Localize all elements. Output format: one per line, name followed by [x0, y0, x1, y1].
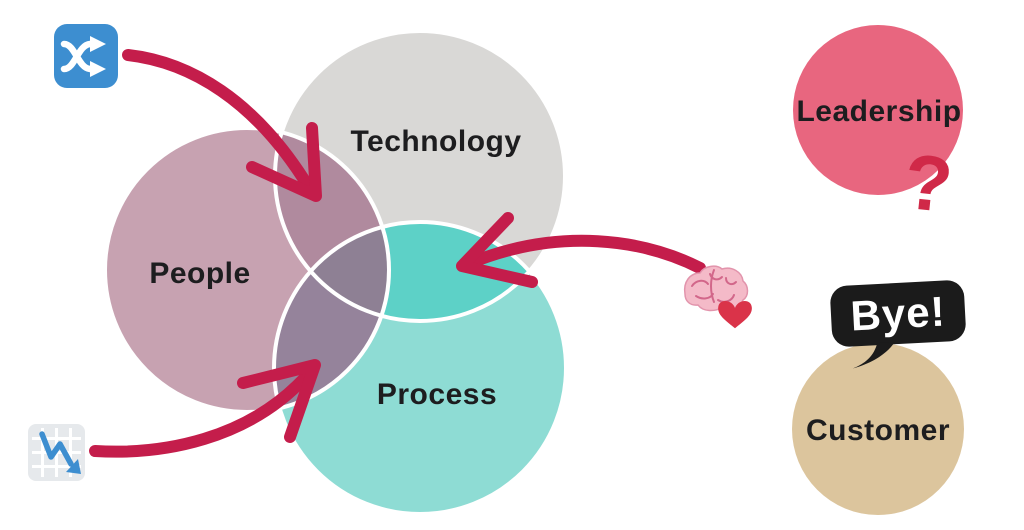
brain-center-fold — [710, 269, 715, 303]
process-label: Process — [377, 378, 497, 411]
brain-fold-1 — [691, 279, 709, 287]
people-label: People — [149, 257, 250, 290]
shuffle-strand-down — [60, 40, 94, 73]
arrow-bottom-left-head — [237, 359, 321, 443]
shuffle-icon-background — [54, 24, 118, 88]
shuffle-arrowhead-top — [90, 36, 106, 52]
arrow-top-left-head — [246, 122, 322, 202]
arrow-right-tail — [462, 234, 706, 274]
bye-bubble-tail — [852, 342, 895, 369]
chart-down-arrowhead — [66, 459, 81, 474]
arrow-right-head — [456, 212, 538, 288]
question-mark: ? — [900, 137, 957, 229]
people-circle-outline — [103, 126, 391, 414]
brain-fold-3 — [725, 277, 737, 286]
technology-label: Technology — [350, 125, 521, 158]
bye-speech-bubble: Bye! — [830, 280, 966, 369]
brain-icon — [683, 265, 749, 312]
process-circle-outline — [272, 220, 568, 516]
bye-bubble-body — [830, 280, 966, 347]
arrow-top-left-tail — [122, 49, 314, 192]
leadership-circle — [793, 25, 963, 195]
shuffle-arrowhead-bottom — [90, 61, 106, 77]
shuffle-icon — [54, 24, 118, 88]
customer-circle — [792, 343, 964, 515]
arrow-bottom-left-tail — [89, 366, 316, 458]
chart-down-line — [39, 431, 74, 467]
chart-decreasing-icon — [28, 424, 85, 481]
leadership-label: Leadership — [796, 95, 961, 128]
heart-icon — [718, 300, 752, 329]
brain-fold-2 — [709, 273, 723, 281]
customer-label: Customer — [806, 414, 950, 447]
bye-label: Bye! — [849, 288, 946, 340]
heart-shape — [718, 300, 752, 329]
center-overlap — [275, 222, 389, 321]
